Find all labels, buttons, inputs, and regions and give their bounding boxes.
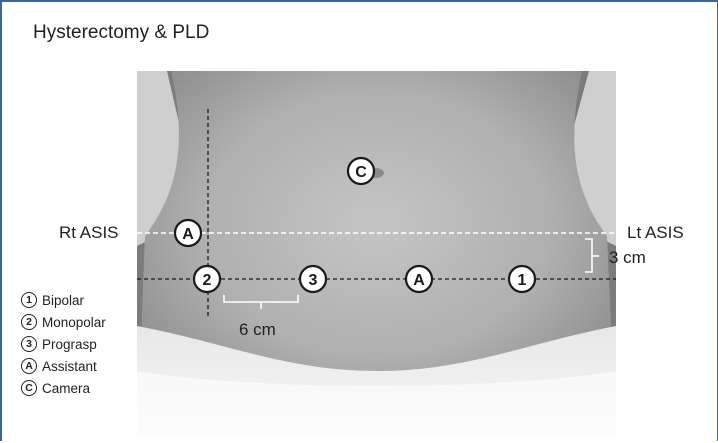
rt-asis-label: Rt ASIS [59,223,119,243]
legend-badge: A [21,358,37,374]
port-bipolar: 1 [509,266,535,292]
port-camera-symbol: C [355,164,367,181]
port-assistant-upper-symbol: A [182,226,194,243]
legend-item-camera: C Camera [21,377,106,399]
legend-item-monopolar: 2 Monopolar [21,311,106,333]
horizontal-measure-bracket [224,295,298,302]
port-bipolar-symbol: 1 [518,272,527,289]
port-prograsp-symbol: 3 [309,272,318,289]
legend-item-bipolar: 1 Bipolar [21,289,106,311]
legend-item-prograsp: 3 Prograsp [21,333,106,355]
legend-item-assistant: A Assistant [21,355,106,377]
port-assistant-upper: A [175,220,201,246]
legend-badge: C [21,380,37,396]
legend-label: Prograsp [42,337,97,352]
lt-asis-label: Lt ASIS [627,223,684,243]
horizontal-measure-label: 6 cm [239,320,276,340]
legend-label: Assistant [42,359,97,374]
vertical-measure-bracket [585,239,592,272]
legend-label: Camera [42,381,90,396]
port-prograsp: 3 [300,266,326,292]
vertical-measure-label: 3 cm [609,248,646,268]
legend-label: Bipolar [42,293,84,308]
port-monopolar-symbol: 2 [203,272,212,289]
legend-badge: 3 [21,336,37,352]
port-camera: C [348,158,374,184]
port-assistant-lower: A [406,266,432,292]
legend-badge: 1 [21,292,37,308]
legend-badge: 2 [21,314,37,330]
port-monopolar: 2 [194,266,220,292]
legend-label: Monopolar [42,315,106,330]
port-assistant-lower-symbol: A [413,272,425,289]
port-legend: 1 Bipolar 2 Monopolar 3 Prograsp A Assis… [21,289,106,399]
